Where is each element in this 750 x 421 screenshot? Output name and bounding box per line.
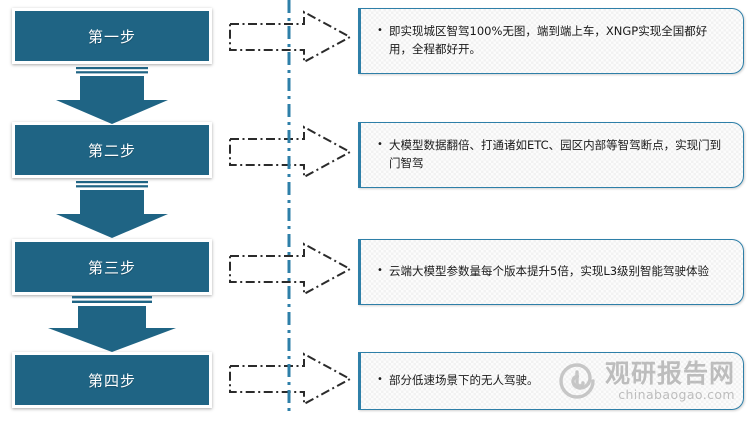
watermark-title: 观研报告网	[604, 358, 735, 388]
callout-text-2: 大模型数据翻倍、打通诸如ETC、园区内部等智驾断点，实现门到门智驾	[361, 137, 743, 173]
callout-box-2[interactable]: 大模型数据翻倍、打通诸如ETC、园区内部等智驾断点，实现门到门智驾	[358, 122, 744, 188]
dash-dot-right-arrow-icon	[229, 242, 353, 296]
dash-dot-right-arrow-1	[228, 8, 354, 66]
dash-dot-right-arrow-icon	[229, 125, 353, 179]
down-block-arrow-1	[0, 67, 230, 125]
step-box-4-label: 第四步	[87, 373, 136, 390]
step-box-2-label: 第二步	[87, 143, 136, 160]
down-arrow-icon	[56, 181, 168, 238]
down-block-arrow-3	[0, 296, 230, 354]
watermark-url: chinabaogao.com	[618, 386, 735, 402]
dash-dot-right-arrow-4	[228, 350, 354, 408]
down-block-arrow-2	[0, 181, 230, 239]
callout-text-3: 云端大模型参数量每个版本提升5倍，实现L3级别智能驾驶体验	[361, 263, 727, 281]
step-box-3[interactable]: 第三步	[12, 239, 212, 295]
down-arrow-icon	[48, 296, 176, 352]
step-box-2[interactable]: 第二步	[12, 122, 212, 178]
callout-text-4: 部分低速场景下的无人驾驶。	[361, 372, 557, 390]
step-box-1-label: 第一步	[87, 29, 136, 46]
dash-dot-right-arrow-icon	[229, 10, 353, 64]
callout-text-1: 即实现城区智驾100%无图，端到端上车，XNGP实现全国都好用，全程都好开。	[361, 23, 743, 59]
dash-dot-right-arrow-2	[228, 123, 354, 181]
callout-box-4[interactable]: 部分低速场景下的无人驾驶。 观研报告网 chinabaogao.com	[358, 352, 744, 410]
callout-box-3[interactable]: 云端大模型参数量每个版本提升5倍，实现L3级别智能驾驶体验	[358, 239, 744, 305]
step-box-4[interactable]: 第四步	[12, 352, 212, 408]
watermark: 观研报告网 chinabaogao.com	[555, 359, 735, 403]
step-box-3-label: 第三步	[87, 260, 136, 277]
dash-dot-right-arrow-3	[228, 240, 354, 298]
spiral-logo-icon	[559, 363, 595, 399]
dash-dot-right-arrow-icon	[229, 352, 353, 406]
vertical-dash-dot-divider	[284, 0, 294, 416]
callout-box-1[interactable]: 即实现城区智驾100%无图，端到端上车，XNGP实现全国都好用，全程都好开。	[358, 8, 744, 74]
down-arrow-icon	[56, 67, 168, 124]
step-box-1[interactable]: 第一步	[12, 8, 212, 64]
